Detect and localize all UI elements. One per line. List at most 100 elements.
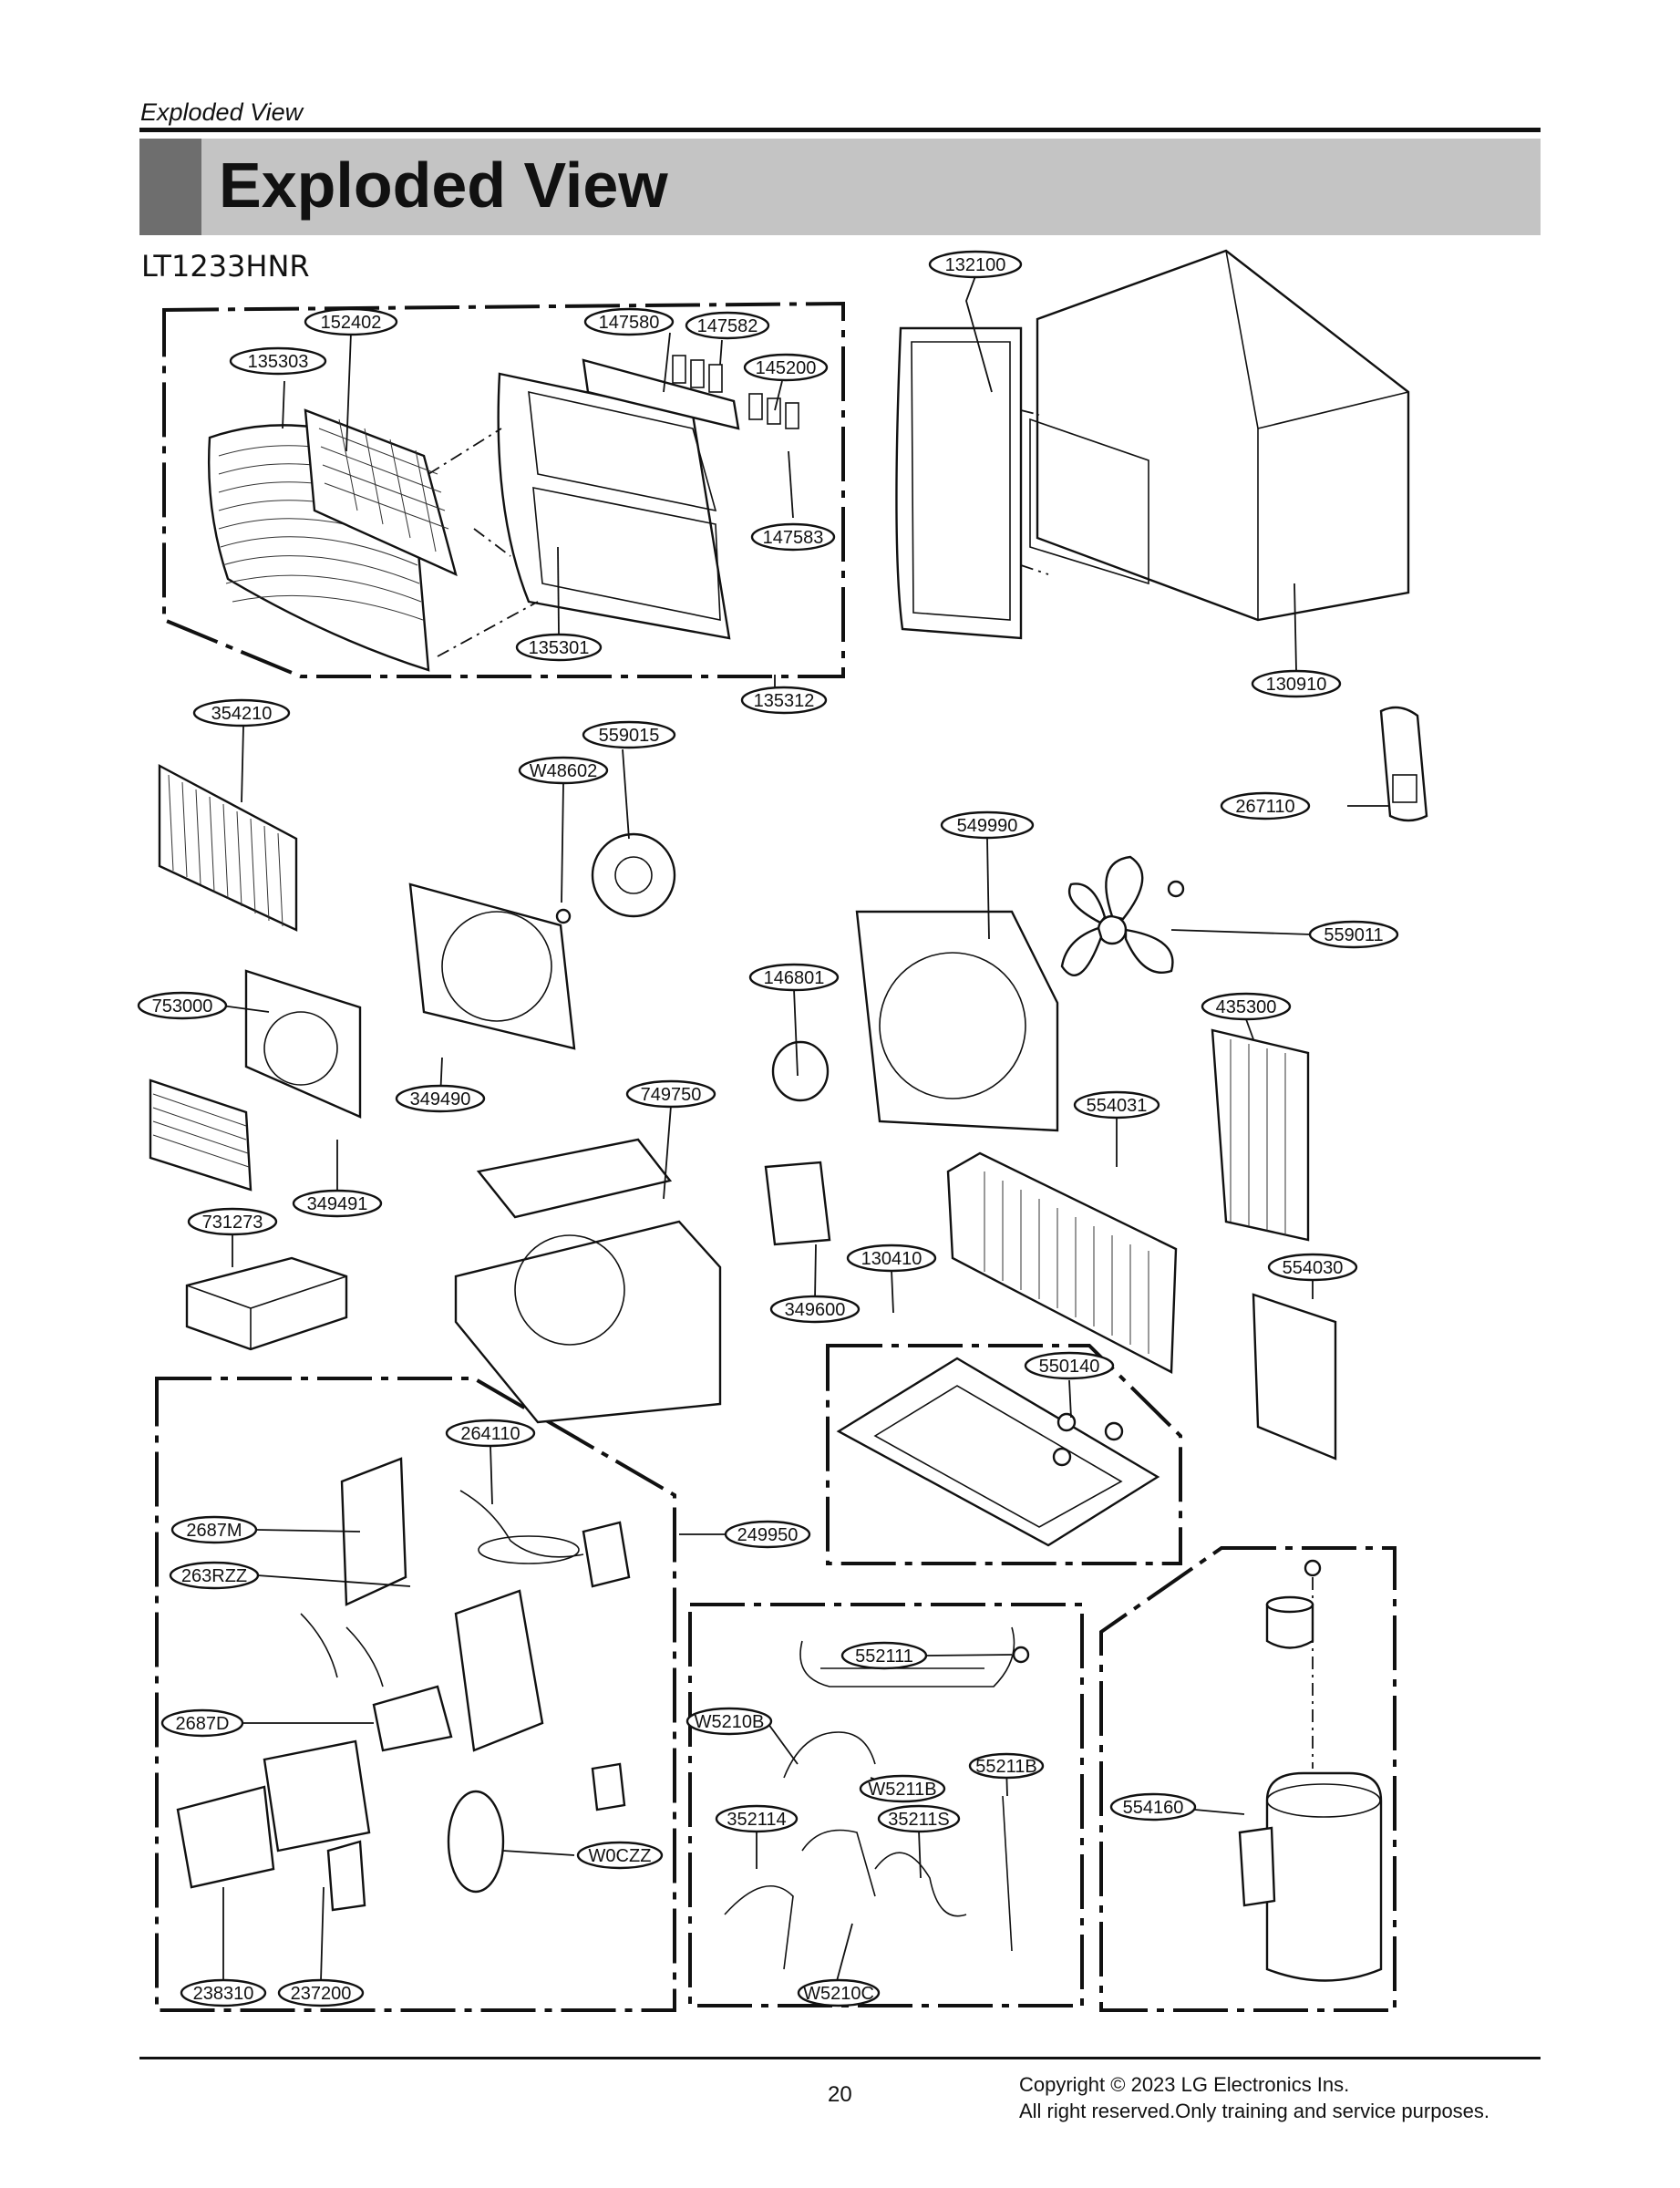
- svg-text:147582: 147582: [697, 316, 758, 336]
- label-135312: 135312: [740, 686, 828, 715]
- label-W5210C: W5210C: [797, 1978, 881, 2007]
- label-147583: 147583: [750, 522, 836, 552]
- svg-text:559015: 559015: [599, 726, 660, 746]
- svg-text:349491: 349491: [307, 1194, 368, 1214]
- svg-text:130410: 130410: [861, 1249, 922, 1269]
- label-55211B: 55211B: [968, 1752, 1045, 1780]
- label-W5210B: W5210B: [685, 1707, 773, 1736]
- svg-text:145200: 145200: [756, 358, 817, 378]
- svg-text:263RZZ: 263RZZ: [181, 1566, 247, 1586]
- front-grille-frame: [162, 301, 845, 678]
- label-2687M: 2687M: [170, 1515, 258, 1544]
- svg-text:146801: 146801: [764, 968, 825, 988]
- control-box-illustration: [176, 1457, 631, 1912]
- label-435300: 435300: [1201, 992, 1292, 1021]
- svg-text:354210: 354210: [211, 704, 273, 724]
- page-title: Exploded View: [219, 150, 668, 221]
- label-237200: 237200: [277, 1978, 365, 2007]
- svg-text:749750: 749750: [641, 1085, 702, 1105]
- svg-text:130910: 130910: [1266, 675, 1327, 695]
- svg-text:554030: 554030: [1283, 1258, 1344, 1278]
- svg-text:W5210C: W5210C: [803, 1984, 874, 2004]
- svg-text:554031: 554031: [1087, 1096, 1148, 1116]
- base-housing-illustration: [454, 1138, 722, 1424]
- orifice-bracket-illustration: [149, 969, 362, 1192]
- label-W5211B: W5211B: [859, 1774, 946, 1803]
- label-238310: 238310: [180, 1978, 267, 2007]
- label-552111: 552111: [840, 1641, 928, 1670]
- svg-text:753000: 753000: [152, 996, 213, 1017]
- tubing-frame: [688, 1603, 1084, 2007]
- svg-text:550140: 550140: [1039, 1357, 1100, 1377]
- label-145200: 145200: [743, 353, 829, 382]
- title-banner-tab: [139, 139, 201, 235]
- label-554160: 554160: [1109, 1792, 1197, 1822]
- label-130910: 130910: [1251, 669, 1342, 698]
- svg-text:549990: 549990: [957, 816, 1018, 836]
- svg-text:249950: 249950: [737, 1525, 799, 1545]
- svg-text:55211B: 55211B: [975, 1757, 1036, 1777]
- copyright-line-1: Copyright © 2023 LG Electronics Ins.: [1019, 2073, 1350, 2096]
- svg-text:552111: 552111: [855, 1646, 913, 1667]
- section-label: Exploded View: [140, 98, 304, 126]
- label-264110: 264110: [445, 1419, 536, 1448]
- svg-text:238310: 238310: [193, 1984, 254, 2004]
- svg-text:W48602: W48602: [530, 761, 598, 781]
- label-135301: 135301: [515, 633, 603, 662]
- compressor-illustration: [1238, 1559, 1383, 1982]
- label-147582: 147582: [685, 311, 770, 340]
- label-559011: 559011: [1308, 920, 1399, 949]
- svg-text:349600: 349600: [785, 1300, 846, 1320]
- svg-text:2687D: 2687D: [176, 1714, 230, 1734]
- label-147580: 147580: [583, 307, 675, 336]
- label-731273: 731273: [187, 1207, 278, 1236]
- svg-text:2687M: 2687M: [186, 1521, 242, 1541]
- svg-text:W5211B: W5211B: [868, 1780, 936, 1800]
- label-554030: 554030: [1267, 1253, 1358, 1282]
- label-349490: 349490: [395, 1084, 486, 1113]
- page-number: 20: [828, 2082, 852, 2107]
- label-349600: 349600: [769, 1295, 861, 1324]
- svg-text:135301: 135301: [529, 638, 590, 658]
- motor-illustration: [764, 1040, 831, 1246]
- label-749750: 749750: [625, 1079, 716, 1109]
- label-249950: 249950: [724, 1520, 811, 1549]
- base-pan-illustration: [836, 1357, 1160, 1547]
- cabinet-illustration: [895, 249, 1410, 640]
- label-2687D: 2687D: [160, 1708, 244, 1738]
- svg-text:147583: 147583: [763, 528, 824, 548]
- label-130410: 130410: [846, 1244, 937, 1273]
- label-132100: 132100: [928, 250, 1023, 279]
- label-267110: 267110: [1220, 791, 1311, 820]
- packing-box-illustration: [185, 1256, 348, 1351]
- svg-text:147580: 147580: [599, 313, 660, 333]
- svg-text:731273: 731273: [202, 1213, 263, 1233]
- svg-text:352114: 352114: [727, 1810, 786, 1830]
- label-152402: 152402: [304, 307, 398, 336]
- condenser-illustration: [946, 1028, 1337, 1460]
- evaporator-illustration: [158, 764, 298, 932]
- svg-text:35211S: 35211S: [888, 1810, 949, 1830]
- svg-text:349490: 349490: [410, 1089, 471, 1109]
- svg-text:132100: 132100: [945, 255, 1006, 275]
- copyright-line-2: All right reserved.Only training and ser…: [1019, 2100, 1490, 2122]
- title-banner: [139, 139, 1541, 235]
- blower-illustration: [408, 832, 676, 1050]
- label-35211S: 35211S: [877, 1804, 961, 1833]
- label-135303: 135303: [229, 346, 327, 376]
- tubing-illustration: [724, 1626, 1030, 1970]
- control-box-frame: [155, 1377, 676, 2012]
- svg-text:135303: 135303: [248, 352, 309, 372]
- header-rule: [139, 128, 1541, 132]
- shroud-illustration: [855, 855, 1185, 1132]
- part-labels: 132100 152402 147580 147582 135303 14520…: [137, 250, 1399, 2007]
- svg-text:152402: 152402: [321, 313, 382, 333]
- label-559015: 559015: [582, 720, 676, 749]
- svg-text:135312: 135312: [754, 691, 815, 711]
- front-grille-illustration: [207, 355, 799, 672]
- svg-text:237200: 237200: [291, 1984, 352, 2004]
- label-W48602: W48602: [518, 756, 609, 785]
- label-549990: 549990: [940, 810, 1035, 840]
- footer-rule: [139, 2057, 1541, 2059]
